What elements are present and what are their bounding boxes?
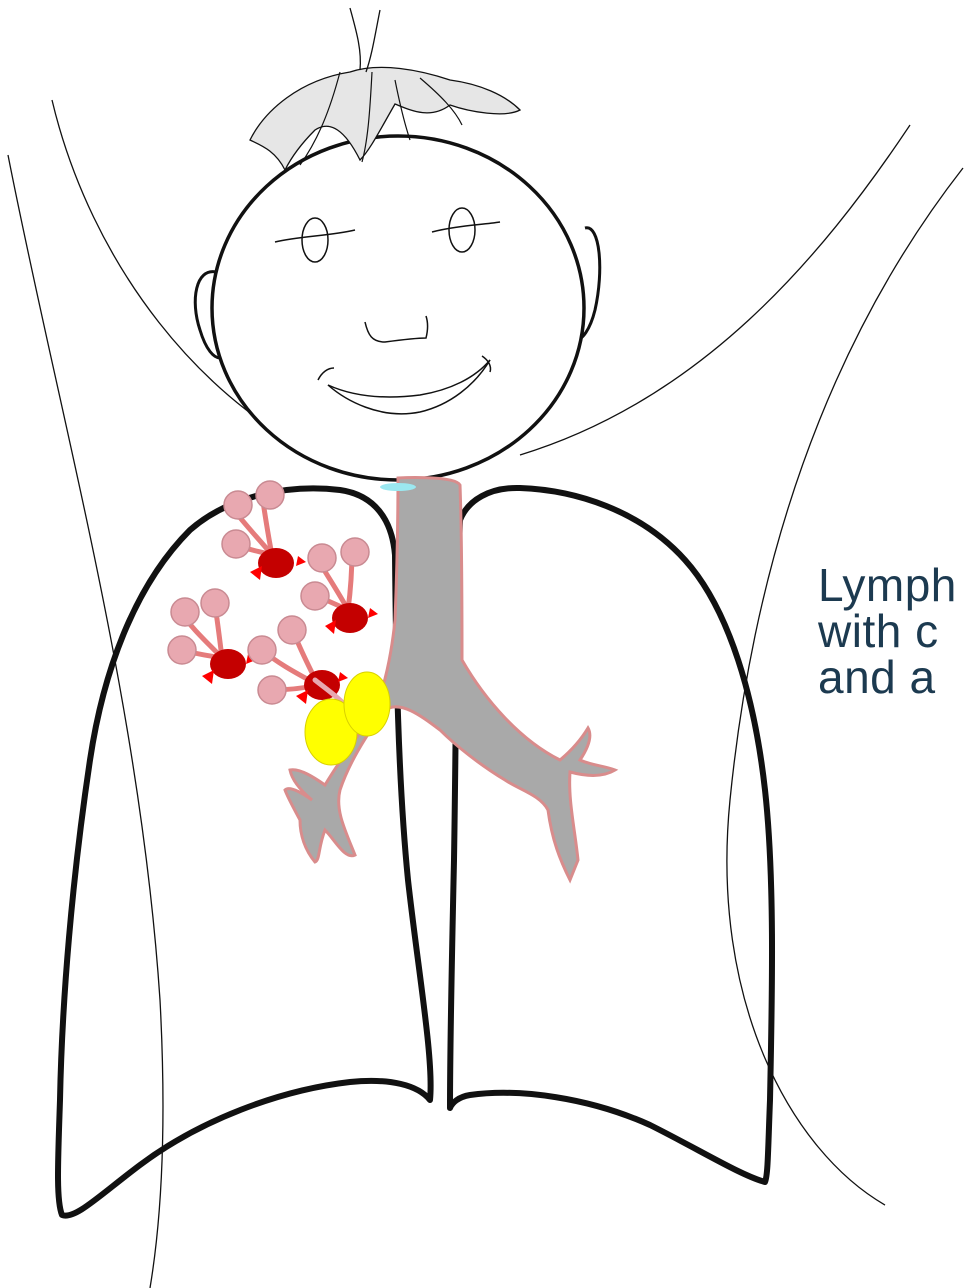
alveoli-cluster-1	[222, 481, 306, 580]
left-arm-outer-line	[8, 155, 163, 1288]
tumor-clusters	[168, 481, 378, 704]
left-lung-right-side	[450, 488, 772, 1182]
alveoli-cluster-3	[168, 589, 256, 684]
caption-line-1: Lymph	[818, 562, 965, 608]
caption-line-3: and a	[818, 654, 965, 700]
head	[212, 136, 584, 480]
lymph-node-upper	[344, 672, 390, 736]
caption-line-2: with c	[818, 608, 965, 654]
airway-top-highlight	[380, 483, 416, 491]
right-lung-left-side	[58, 488, 431, 1215]
tumor-2	[332, 603, 368, 633]
alveoli-cluster-2	[301, 538, 378, 634]
tumor-3	[210, 649, 246, 679]
caption-text: Lymph with c and a	[818, 562, 965, 700]
tumor-1	[258, 548, 294, 578]
